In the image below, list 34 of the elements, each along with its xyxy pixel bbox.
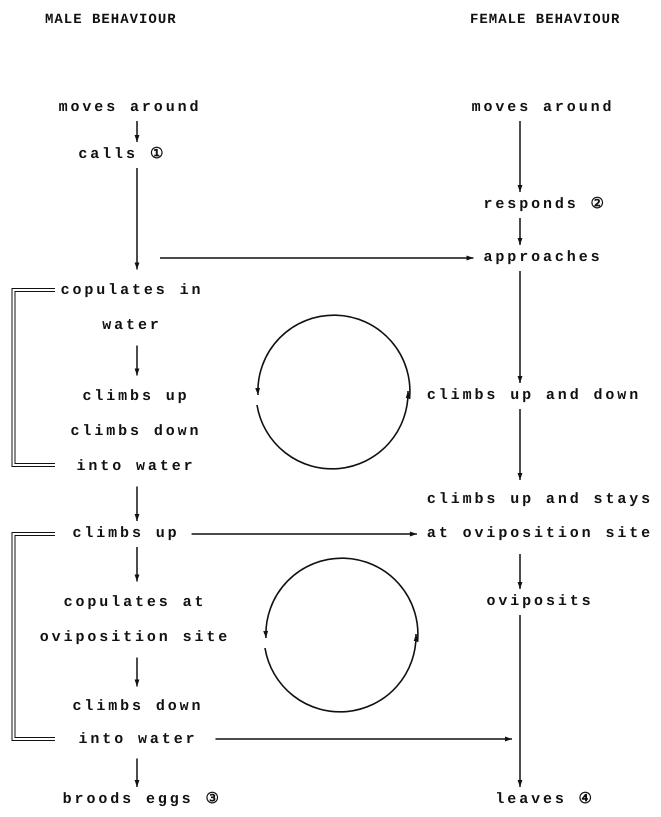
behaviour-text: climbs up (81, 386, 191, 406)
behaviour-text: responds ② (484, 195, 606, 215)
arrow (518, 271, 522, 383)
behaviour-text: climbs down into water (72, 696, 204, 750)
column-heading: MALE BEHAVIOUR (45, 12, 177, 28)
behaviour-text: climbs up and stays at oviposition site (426, 490, 654, 544)
arrow (192, 532, 417, 536)
arrow (518, 554, 522, 589)
arrow (134, 346, 140, 376)
arrow (134, 658, 140, 686)
arrow (134, 547, 140, 582)
column-heading: FEMALE BEHAVIOUR (470, 12, 620, 28)
arrow (134, 121, 140, 142)
behaviour-text: oviposits (486, 592, 594, 612)
behaviour-text: climbs up and down (426, 386, 642, 406)
arrow (134, 168, 140, 270)
arrow (134, 486, 140, 521)
arrow (518, 218, 522, 245)
behaviour-text: calls ① (78, 145, 166, 165)
arrow (134, 758, 140, 787)
behaviour-text: approaches (484, 248, 602, 268)
behaviour-text: climbs down into water (70, 422, 202, 476)
behaviour-text: leaves ④ (495, 790, 595, 810)
arrow (518, 121, 522, 192)
arrow (215, 736, 512, 742)
arrow (518, 615, 522, 787)
arrow (518, 409, 522, 480)
behaviour-text: climbs up (72, 524, 180, 544)
arrow (160, 256, 474, 260)
behaviour-text: moves around (58, 98, 202, 118)
behaviour-text: moves around (472, 98, 614, 118)
behaviour-text: copulates at oviposition site (38, 592, 232, 648)
behaviour-text: copulates in water (60, 280, 204, 336)
behaviour-text: broods eggs ③ (62, 790, 222, 810)
